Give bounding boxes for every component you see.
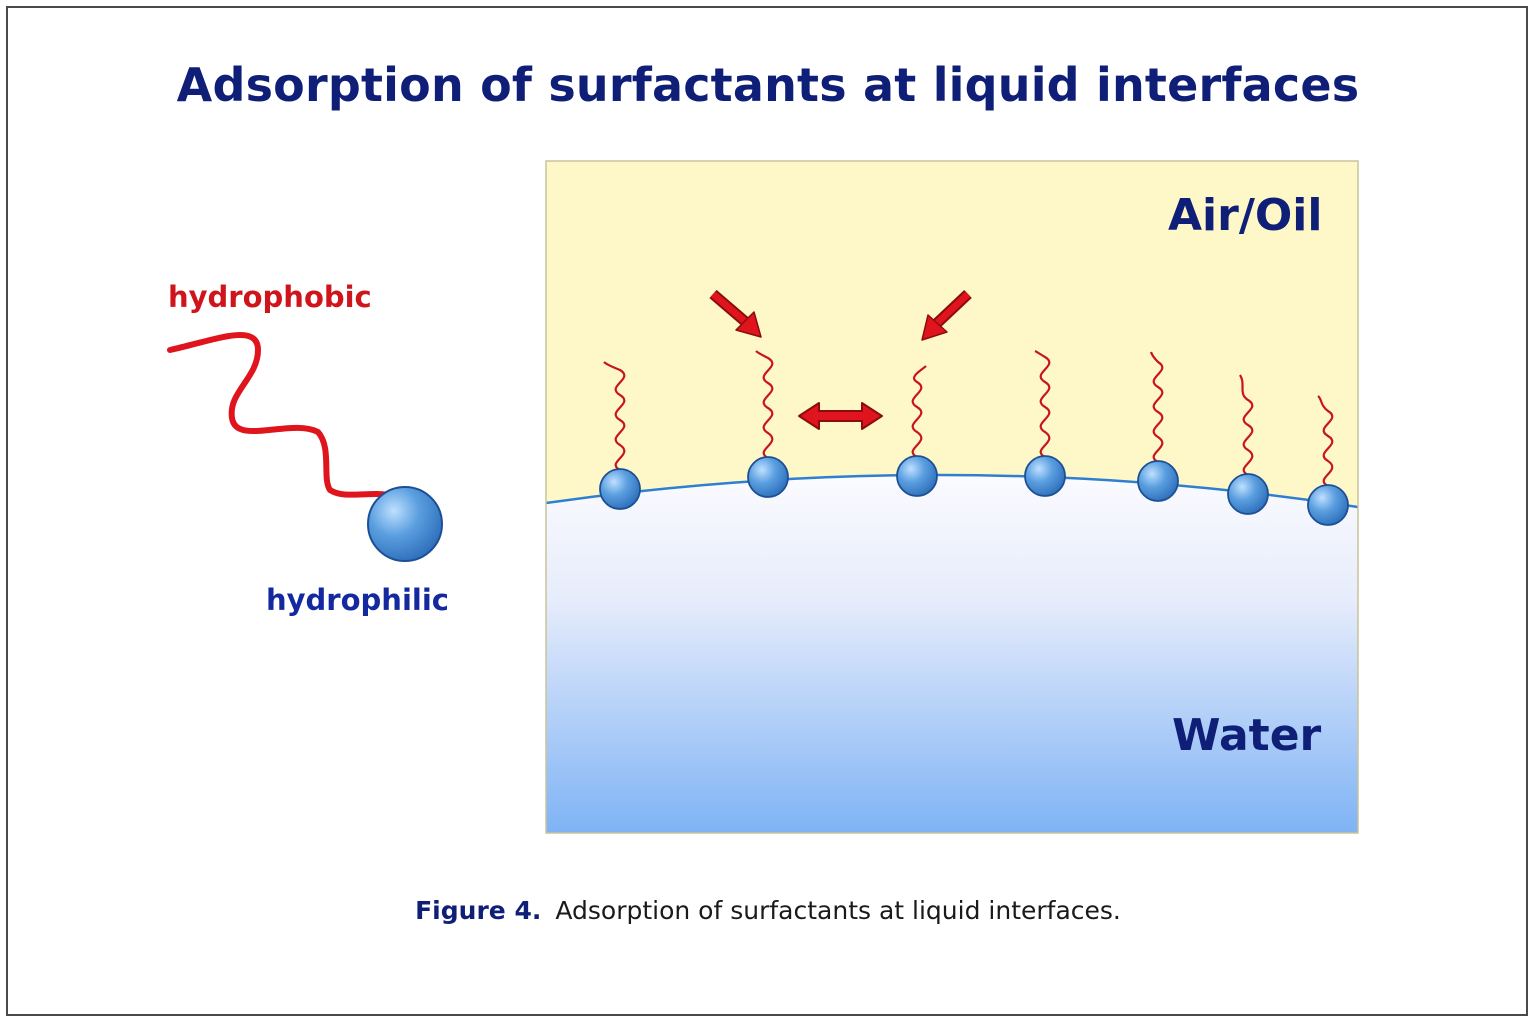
surfactant	[1137, 351, 1179, 502]
figure-number: Figure 4.	[415, 896, 542, 925]
surfactant	[599, 361, 641, 510]
surfactant	[1227, 374, 1269, 515]
air-oil-label: Air/Oil	[1168, 190, 1323, 241]
adsorbed-surfactants	[599, 350, 1349, 526]
water-region	[546, 474, 1358, 833]
surfactant	[1307, 395, 1349, 526]
hydrophilic-label: hydrophilic	[266, 583, 449, 617]
interface-panel	[545, 160, 1359, 834]
caption-text: Adsorption of surfactants at liquid inte…	[555, 896, 1121, 925]
surfactant	[1024, 350, 1066, 497]
surfactant	[747, 350, 789, 498]
red-arrow-icon	[921, 289, 972, 341]
surfactant	[896, 365, 938, 497]
red-arrow-icon	[709, 289, 762, 338]
surfactant-molecule-large	[167, 332, 443, 562]
figure-title: Adsorption of surfactants at liquid inte…	[176, 58, 1360, 112]
figure-caption: Figure 4. Adsorption of surfactants at li…	[0, 896, 1536, 925]
hydrophilic-head	[367, 486, 443, 562]
double-arrow-icon	[798, 402, 883, 430]
hydrophobic-tail	[167, 332, 395, 499]
water-label: Water	[1172, 710, 1322, 761]
hydrophobic-label: hydrophobic	[168, 280, 372, 314]
